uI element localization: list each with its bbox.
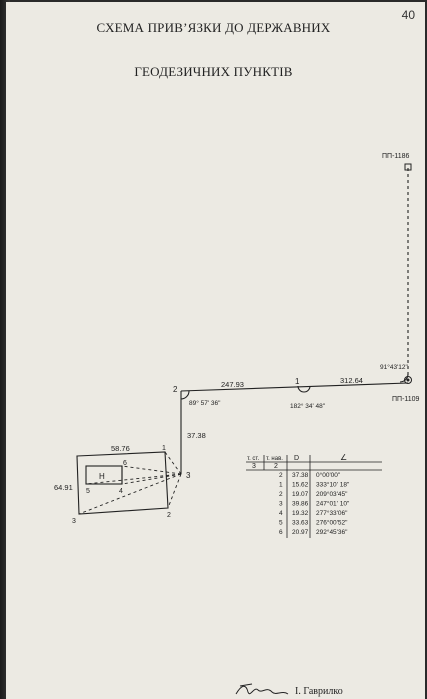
page-edge-shadow [0,0,10,699]
distance-parcel-left: 64.91 [54,483,73,492]
table-cell-d: 33.63 [292,520,309,527]
table-header-distance: D [294,455,299,462]
distance-parcel-top: 58.76 [111,444,130,453]
angle-pp1109: 91°43'12" [380,363,409,371]
table-cell-d: 19.07 [292,491,309,498]
angle-point-1: 182° 34' 48" [290,402,326,410]
label-pp1109: ПП-1109 [392,396,420,403]
table-cell-a: 209°03'45" [316,490,348,498]
marker-pp1186 [404,163,412,171]
sight-line-4 [121,473,182,485]
sight-line-6 [121,465,182,475]
table-cell-a: 333°10' 18" [316,481,350,489]
angle-arc-2 [180,390,190,400]
table-station: 3 [252,463,256,470]
table-cell-pt: 2 [279,491,283,498]
title-line-1: СХЕМА ПРИВʼЯЗКИ ДО ДЕРЖАВНИХ [96,20,331,35]
label-parcel-6: 6 [123,460,127,467]
distance-3-2: 37.38 [187,431,206,440]
angle-arc-pp1109 [399,373,409,383]
table-cell-d: 15.62 [292,482,309,489]
label-point-3: 3 [186,471,191,480]
label-parcel-3: 3 [72,518,76,525]
label-parcel-1: 1 [162,445,166,452]
distance-2-1: 247.93 [221,380,244,389]
label-parcel-4: 4 [119,488,123,495]
measurement-table-grid [246,455,382,538]
label-pp1186: ПП-1186 [382,153,410,160]
marker-pp1109-center [406,378,410,382]
table-cell-pt: 3 [279,501,283,508]
sight-line-3 [78,473,182,515]
title-line-2: ГЕОДЕЗИЧНИХ ПУНКТІВ [134,64,293,79]
signer-name: І. Гаврилко [295,686,343,697]
table-cell-a: 292°45'36" [316,528,348,536]
measurement-table: т. ст. т. нав. D ∠ 3 2 [247,453,347,470]
table-cell-a: 276°00'52" [316,519,348,527]
sight-line-1 [164,451,182,475]
building-label: Н [99,472,105,481]
label-parcel-5: 5 [86,488,90,495]
angle-arc-1 [297,385,311,393]
sight-line-2 [167,473,182,509]
table-header-sighted: т. нав. [266,456,283,462]
table-cell-pt: 2 [279,472,283,479]
table-cell-d: 19.32 [292,510,309,517]
angle-point-2: 89° 57' 36" [189,399,221,407]
signature [235,683,289,695]
label-point-1: 1 [295,377,300,386]
table-header-station: т. ст. [247,456,260,462]
document-page [6,2,425,699]
table-header-angle: ∠ [340,453,347,462]
sight-line-5 [85,473,182,485]
table-cell-d: 20.97 [292,529,309,536]
table-sighted: 2 [274,463,278,470]
label-point-2: 2 [173,385,178,394]
table-cell-d: 39.86 [292,501,309,508]
table-cell-pt: 5 [279,520,283,527]
table-cell-pt: 6 [279,529,283,536]
page-number: 40 [401,8,415,22]
table-cell-d: 37.38 [292,472,309,479]
table-cell-a: 247°01' 10" [316,500,350,508]
table-cell-a: 0°00'00" [316,471,341,479]
table-cell-pt: 4 [279,510,283,517]
marker-pp1109 [404,376,412,384]
table-cell-pt: 1 [279,482,283,489]
distance-1-pp1109: 312.64 [340,376,363,385]
line-2-pp1109 [180,382,409,392]
table-cell-a: 277°33'06" [316,509,348,517]
label-parcel-2: 2 [167,512,171,519]
